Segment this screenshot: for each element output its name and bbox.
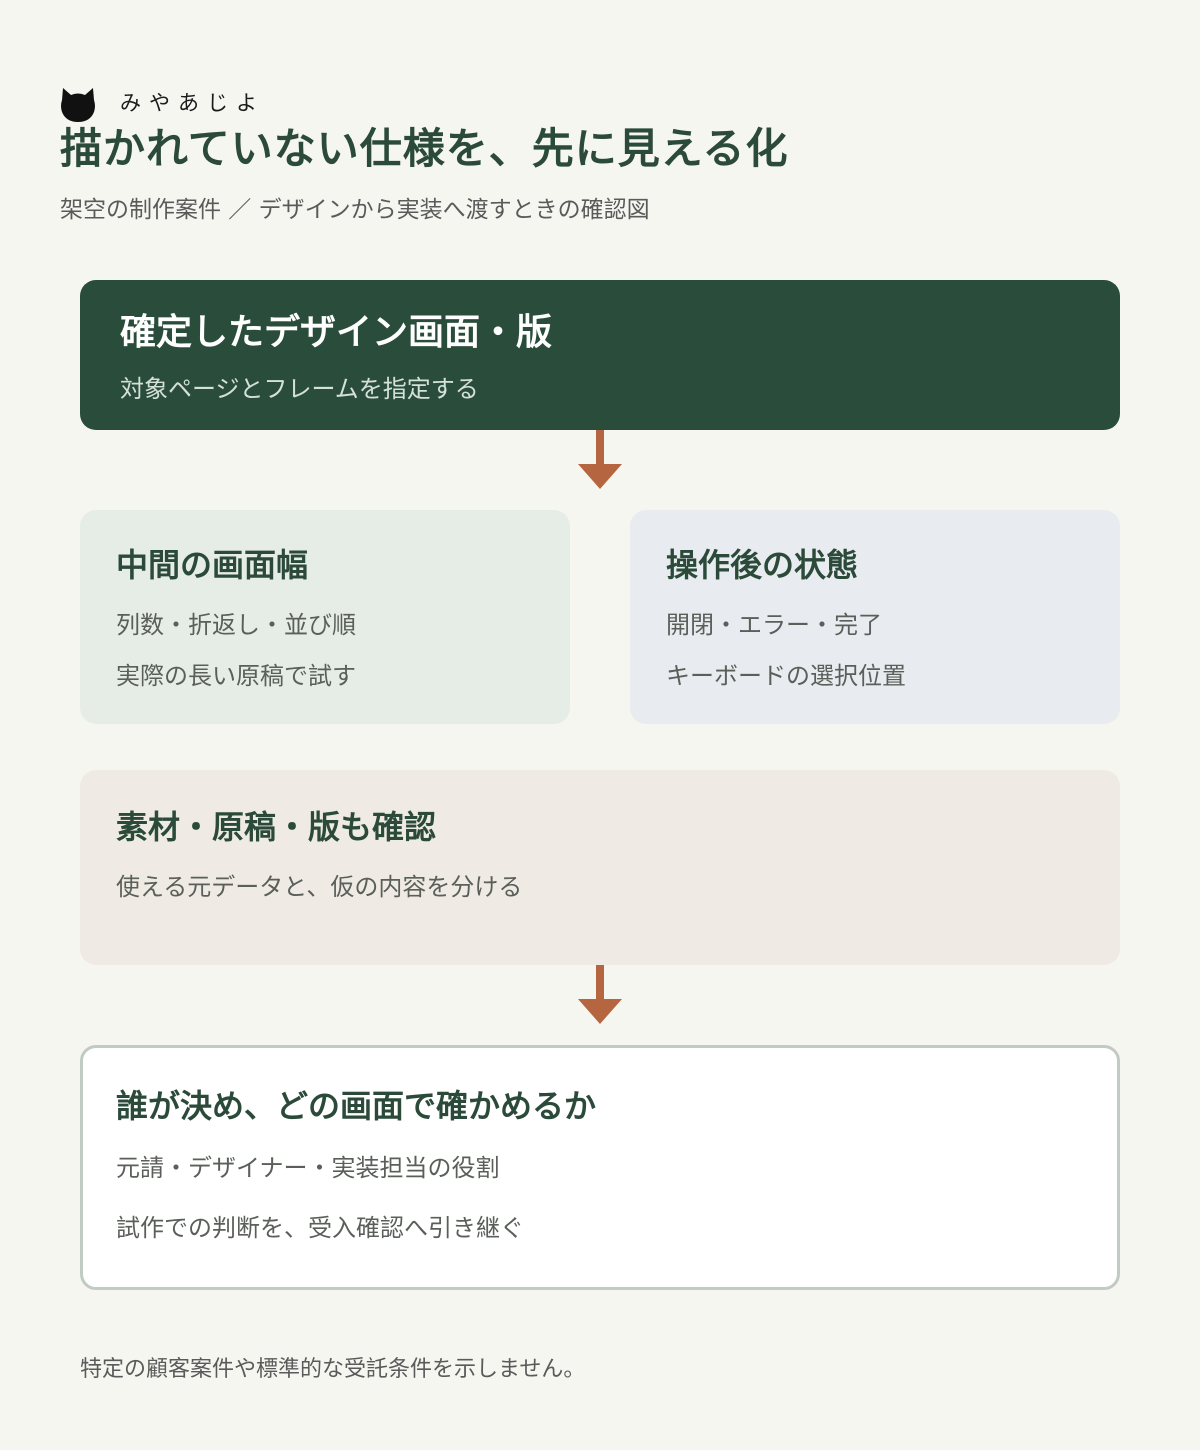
- step-confirmed-design: 確定したデザイン画面・版 対象ページとフレームを指定する: [80, 280, 1120, 430]
- page-title: 描かれていない仕様を、先に見える化: [60, 124, 789, 173]
- card-line: 開閉・エラー・完了: [666, 611, 882, 639]
- cat-head-icon: [61, 88, 95, 122]
- card-line: 試作での判断を、受入確認へ引き継ぐ: [116, 1214, 524, 1242]
- card-title: 操作後の状態: [666, 546, 859, 584]
- page-subtitle: 架空の制作案件 ／ デザインから実装へ渡すときの確認図: [60, 197, 650, 223]
- card-line: 使える元データと、仮の内容を分ける: [116, 873, 523, 901]
- step-description: 対象ページとフレームを指定する: [120, 375, 479, 403]
- card-line: 列数・折返し・並び順: [116, 611, 356, 639]
- card-line: 実際の長い原稿で試す: [116, 662, 356, 690]
- card-materials-check: 素材・原稿・版も確認 使える元データと、仮の内容を分ける: [80, 770, 1120, 965]
- card-title: 素材・原稿・版も確認: [116, 808, 437, 846]
- card-intermediate-width: 中間の画面幅 列数・折返し・並び順 実際の長い原稿で試す: [80, 510, 570, 724]
- card-roles-and-verification: 誰が決め、どの画面で確かめるか 元請・デザイナー・実装担当の役割 試作での判断を…: [80, 1045, 1120, 1290]
- card-title: 中間の画面幅: [116, 546, 309, 584]
- down-arrow-icon: [578, 965, 622, 1024]
- card-line: キーボードの選択位置: [666, 662, 906, 690]
- brand-name: みやあじよ: [120, 91, 265, 115]
- card-title: 誰が決め、どの画面で確かめるか: [116, 1087, 597, 1125]
- footnote: 特定の顧客案件や標準的な受託条件を示しません。: [80, 1357, 586, 1382]
- step-title: 確定したデザイン画面・版: [120, 312, 553, 353]
- card-line: 元請・デザイナー・実装担当の役割: [116, 1154, 500, 1182]
- down-arrow-icon: [578, 430, 622, 489]
- card-post-interaction-state: 操作後の状態 開閉・エラー・完了 キーボードの選択位置: [630, 510, 1120, 724]
- brand: みやあじよ: [60, 86, 265, 124]
